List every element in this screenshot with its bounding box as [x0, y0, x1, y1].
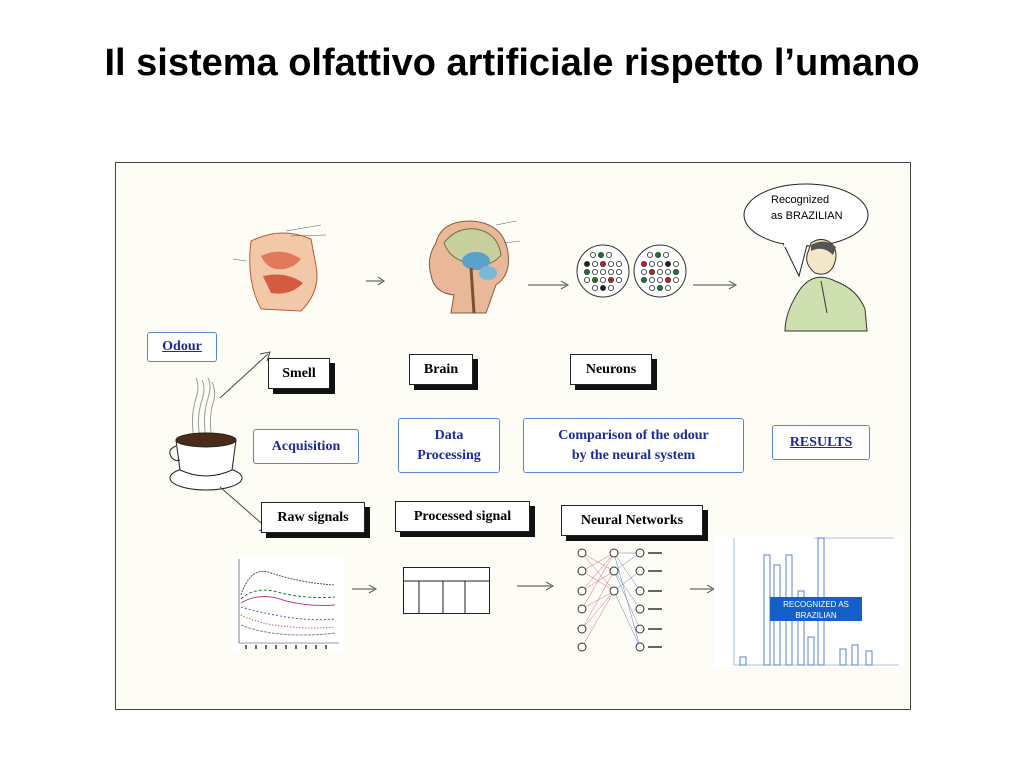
brain-image	[428, 220, 521, 314]
comparison-label-2: by the neural system	[571, 447, 696, 463]
processed-signal-table	[403, 567, 490, 614]
neurons-box: Neurons	[570, 354, 652, 385]
acquisition-box: Acquisition	[253, 429, 359, 464]
comparison-label-1: Comparison of the odour	[558, 427, 709, 443]
results-bar-chart	[714, 535, 904, 667]
brain-label: Brain	[423, 361, 459, 377]
arrow-cup-to-smell	[219, 351, 271, 399]
data-processing-label-1: Data	[434, 427, 464, 443]
odour-label: Odour	[147, 332, 217, 362]
diagram-panel: Recognized as BRAZILIAN Odour Smell Bra	[115, 162, 911, 710]
arrow-processed-to-network	[517, 581, 555, 591]
speech-bubble-text-1: Recognized	[771, 194, 830, 206]
results-chart-label-2: BRAZILIAN	[795, 611, 837, 620]
arrow-brain-to-neurons	[528, 280, 570, 290]
neurons-image	[576, 244, 687, 298]
results-chart-label-bg	[770, 597, 862, 621]
odour-label-text: Odour	[162, 339, 202, 354]
neural-networks-label: Neural Networks	[580, 512, 684, 528]
slide-title: Il sistema olfattivo artificiale rispett…	[104, 42, 920, 84]
speech-bubble	[743, 183, 869, 278]
smell-label: Smell	[282, 365, 316, 381]
brain-box: Brain	[409, 354, 473, 385]
person-image	[784, 239, 868, 332]
data-processing-label-2: Processing	[417, 447, 481, 463]
speech-bubble-text-2: as BRAZILIAN	[771, 210, 843, 222]
arrow-nose-to-brain	[366, 276, 385, 286]
comparison-box: Comparison of the odour by the neural sy…	[523, 418, 744, 473]
coffee-cup-image	[169, 378, 243, 491]
neural-networks-box: Neural Networks	[561, 505, 703, 536]
results-chart-label: RECOGNIZED AS BRAZILIAN	[770, 599, 862, 621]
results-box: RESULTS	[772, 425, 870, 460]
smell-box: Smell	[268, 358, 330, 389]
raw-signals-label: Raw signals	[277, 509, 349, 525]
data-processing-box: Data Processing	[398, 418, 500, 473]
acquisition-label: Acquisition	[271, 438, 341, 454]
arrow-raw-to-processed	[352, 584, 378, 594]
results-chart-label-1: RECOGNIZED AS	[783, 600, 849, 609]
results-label: RESULTS	[789, 434, 853, 450]
raw-signals-box: Raw signals	[261, 502, 365, 533]
arrow-network-to-results	[690, 584, 716, 594]
arrow-neurons-to-person	[693, 280, 738, 290]
nose-anatomy-image	[232, 224, 327, 312]
raw-signals-plot	[231, 555, 343, 652]
processed-signal-box: Processed signal	[395, 501, 530, 532]
neurons-label: Neurons	[585, 361, 637, 377]
processed-signal-label: Processed signal	[413, 508, 512, 524]
neural-network-image	[577, 548, 662, 652]
